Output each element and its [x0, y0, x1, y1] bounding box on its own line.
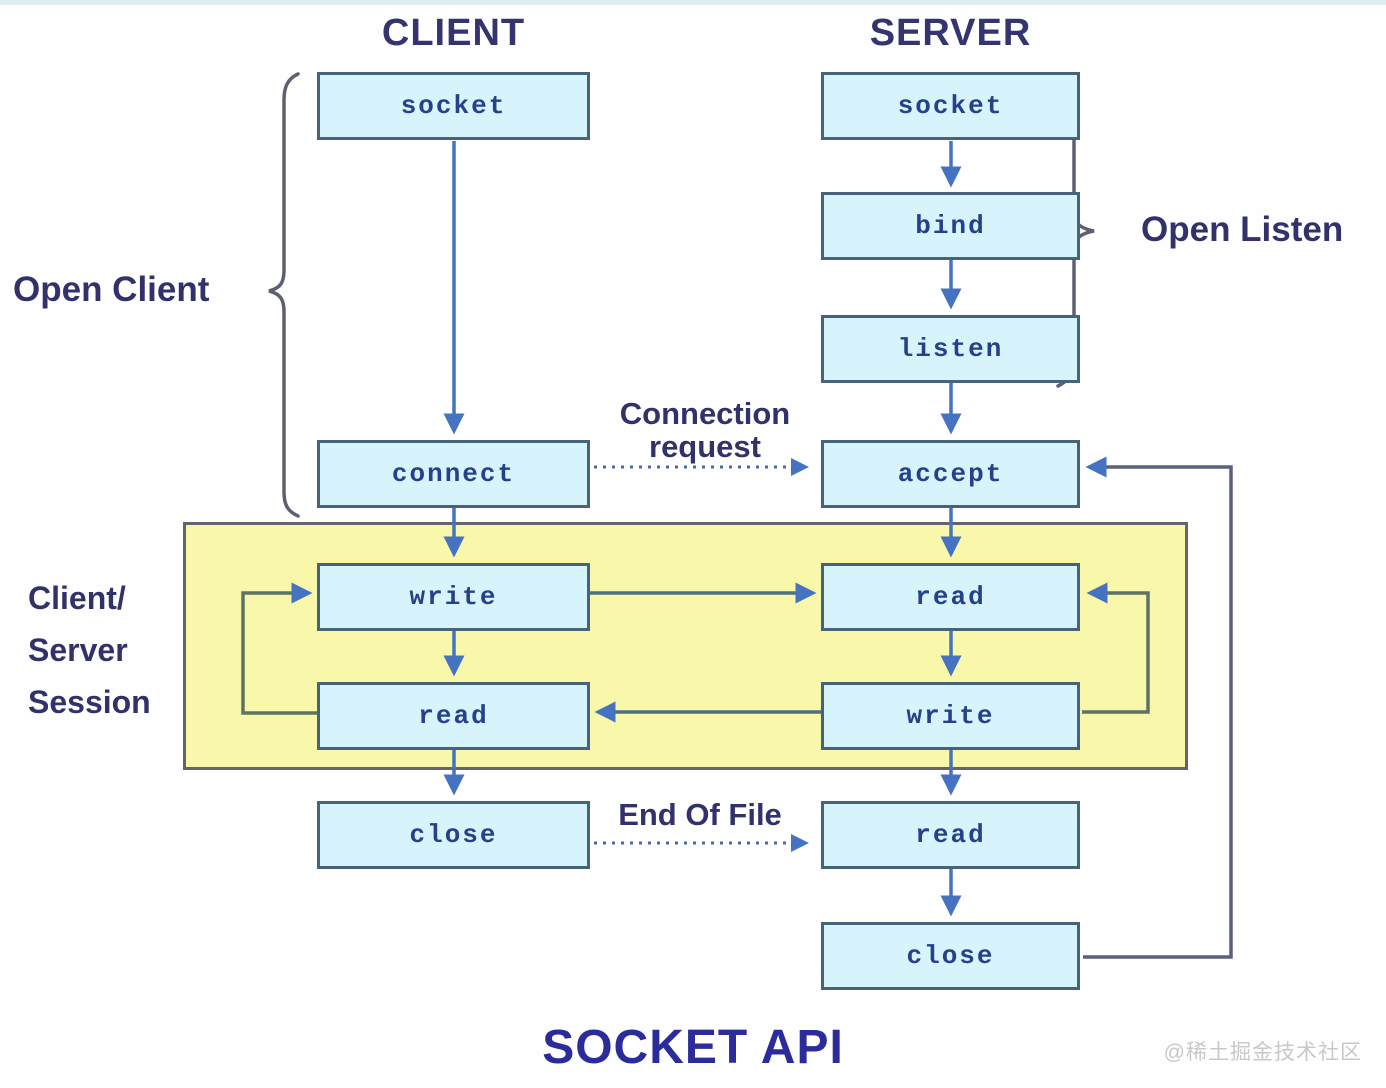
watermark: @稀土掘金技术社区	[1163, 1041, 1362, 1064]
open-listen-label: Open Listen	[1141, 210, 1344, 249]
client-close-box: close	[317, 801, 590, 869]
server-listen-box: listen	[821, 315, 1080, 383]
client-column-header: CLIENT	[381, 12, 526, 54]
server-read2-box: read	[821, 801, 1080, 869]
loop-server-write-to-read	[1082, 582, 1150, 714]
top-strip	[0, 0, 1386, 5]
open-client-label: Open Client	[13, 270, 210, 309]
session-label: Client/ Server Session	[28, 572, 151, 728]
session-label-line1: Client/	[28, 580, 126, 616]
client-socket-box: socket	[317, 72, 590, 140]
server-write-box: write	[821, 682, 1080, 750]
connection-request-label: Connection request	[565, 397, 845, 463]
client-connect-box: connect	[317, 440, 590, 508]
server-column-header: SERVER	[869, 12, 1032, 54]
server-accept-box: accept	[821, 440, 1080, 508]
connector-server-close-to-accept	[1083, 456, 1233, 959]
open-client-brace	[268, 72, 300, 518]
connection-request-line2: request	[649, 429, 761, 464]
server-bind-box: bind	[821, 192, 1080, 260]
session-label-line2: Server	[28, 632, 128, 668]
end-of-file-label: End Of File	[618, 797, 782, 832]
diagram-title: SOCKET API	[542, 1021, 844, 1074]
server-close-box: close	[821, 922, 1080, 990]
server-socket-box: socket	[821, 72, 1080, 140]
server-read-box: read	[821, 563, 1080, 631]
client-write-box: write	[317, 563, 590, 631]
connection-request-line1: Connection	[619, 396, 791, 431]
client-read-box: read	[317, 682, 590, 750]
session-label-line3: Session	[28, 684, 151, 720]
loop-client-read-to-write	[241, 582, 317, 715]
